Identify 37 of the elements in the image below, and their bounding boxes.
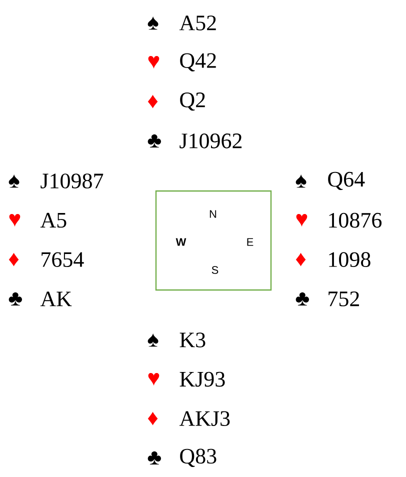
suit-symbol: ♠ (296, 174, 306, 188)
card-holding: AK (40, 292, 72, 306)
card-holding: AKJ3 (179, 411, 230, 426)
card-holding: 1098 (329, 252, 370, 268)
suit-symbol: ♥ (148, 56, 160, 69)
suit-symbol: ♠ (8, 174, 20, 188)
suit-symbol: ♥ (296, 214, 308, 227)
suit-symbol: ♦ (296, 252, 306, 266)
compass-letter: S (212, 266, 218, 274)
compass-letter: N (210, 210, 216, 218)
suit-symbol: ♣ (8, 292, 22, 306)
suit-symbol: ♦ (148, 94, 158, 108)
card-holding: 752 (328, 292, 359, 306)
suit-symbol: ♥ (9, 214, 20, 227)
suit-symbol: ♣ (148, 451, 161, 464)
card-holding: KJ93 (180, 372, 225, 387)
card-holding: A52 (179, 16, 216, 30)
suit-symbol: ♠ (148, 333, 158, 347)
compass-letter: E (247, 238, 254, 246)
card-holding: A5 (40, 212, 66, 228)
compass-box (155, 190, 272, 291)
suit-symbol: ♦ (148, 412, 158, 426)
card-holding: J10962 (180, 133, 242, 148)
suit-symbol: ♥ (148, 373, 160, 386)
card-holding: J10987 (40, 174, 104, 188)
card-holding: K3 (180, 332, 206, 348)
suit-symbol: ♦ (8, 252, 19, 266)
suit-symbol: ♣ (296, 292, 309, 306)
card-holding: 7654 (42, 252, 84, 267)
compass-letter: W (176, 238, 186, 246)
suit-symbol: ♣ (148, 134, 161, 148)
card-holding: Q83 (180, 448, 216, 467)
card-holding: Q64 (328, 172, 365, 190)
card-holding: 10876 (329, 212, 382, 228)
card-holding: Q2 (180, 92, 205, 111)
card-holding: Q42 (180, 53, 216, 72)
suit-symbol: ♠ (148, 16, 158, 30)
